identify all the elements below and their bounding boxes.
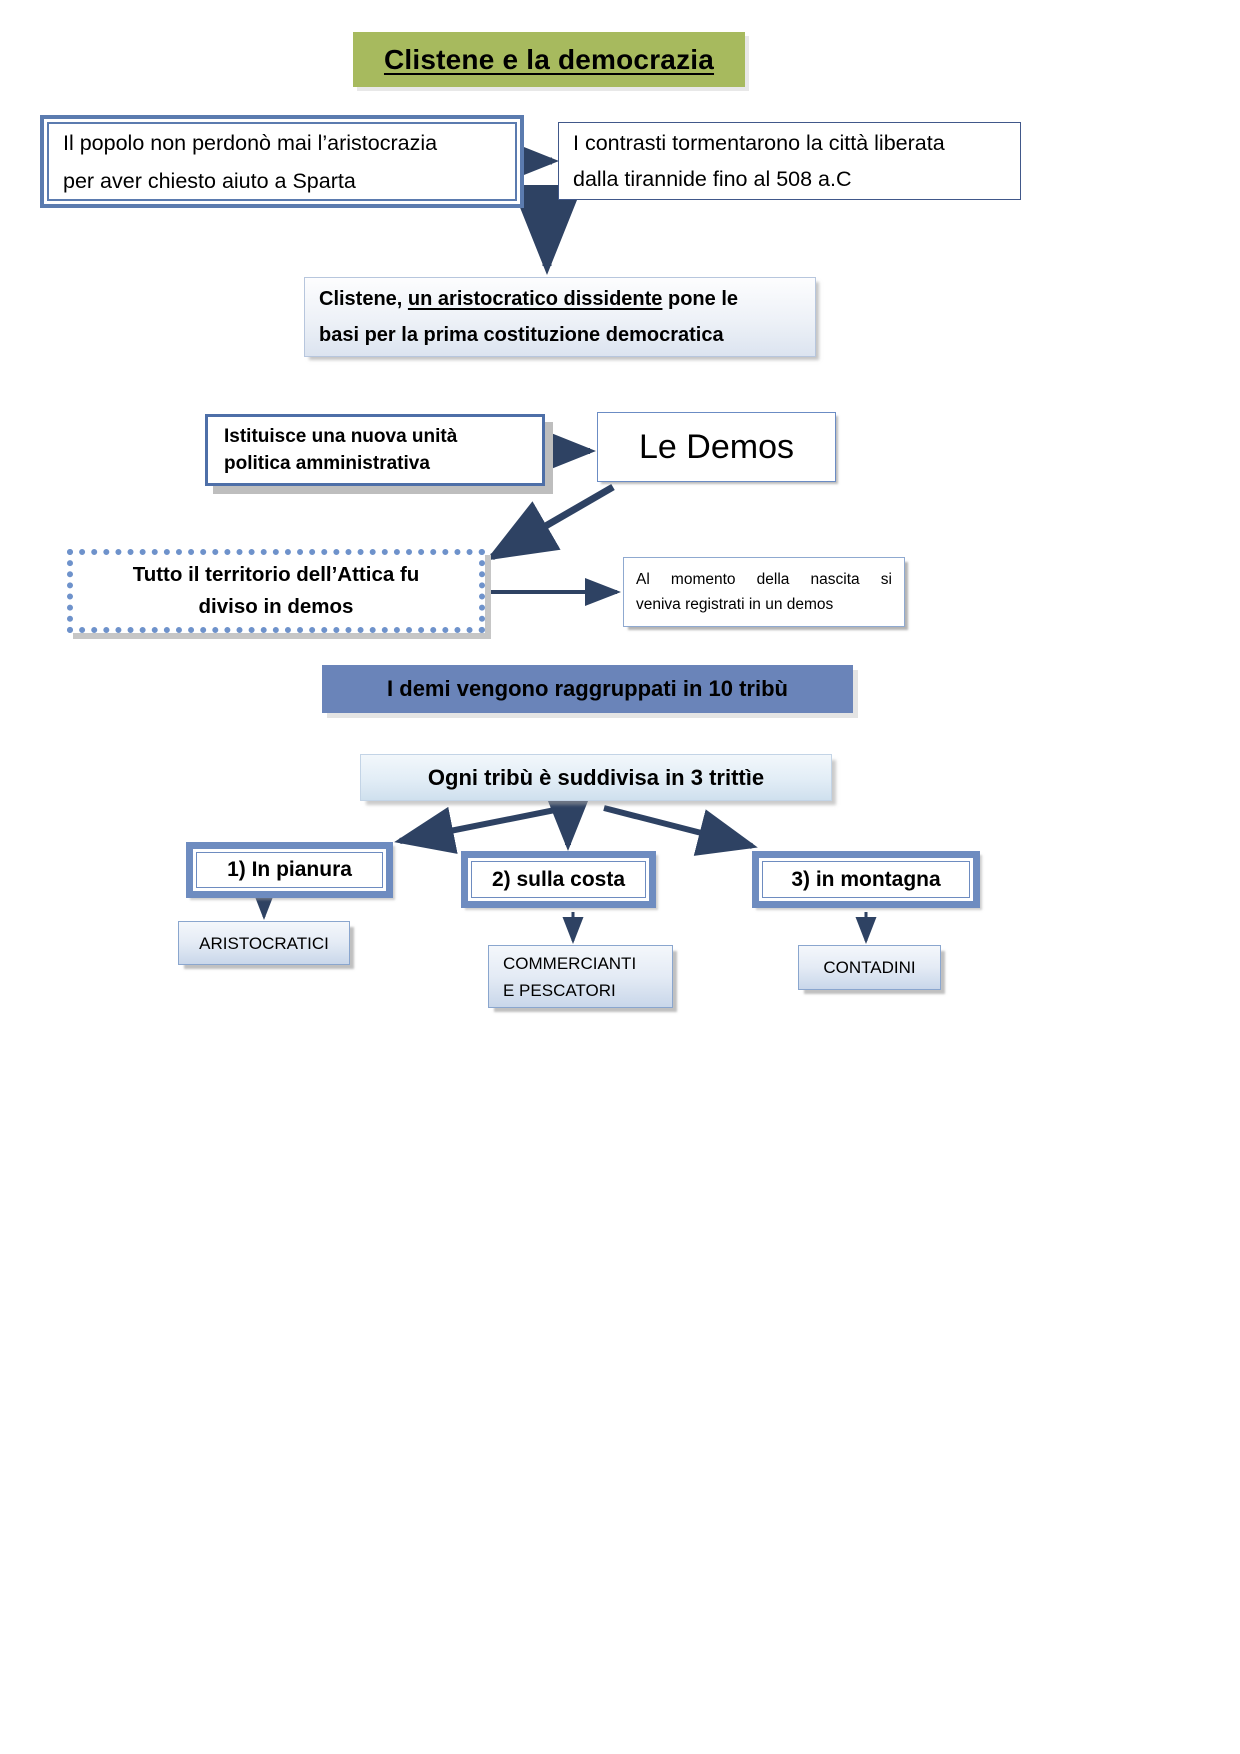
node-commercianti: COMMERCIANTI E PESCATORI (488, 945, 673, 1008)
node-tribu-banner-text: I demi vengono raggruppati in 10 tribù (387, 676, 788, 701)
node-le-demos: Le Demos (597, 412, 836, 482)
node-istituisce-line1: Istituisce una nuova unità (224, 426, 458, 447)
node-nascita-line2: veniva registrati in un demos (636, 596, 834, 613)
node-montagna: 3) in montagna (752, 851, 980, 908)
arrow-demos-to-attica (485, 483, 615, 561)
node-istituisce: Istituisce una nuova unità politica ammi… (205, 414, 545, 486)
arrow-trittie-to-montagna (603, 805, 758, 856)
node-contadini: CONTADINI (798, 945, 941, 990)
node-pianura-text: 1) In pianura (227, 858, 352, 881)
node-tribu-banner: I demi vengono raggruppati in 10 tribù (322, 665, 853, 713)
node-nascita: Al momento della nascita si veniva regis… (623, 557, 905, 627)
node-le-demos-text: Le Demos (639, 427, 794, 466)
node-attica-line1: Tutto il territorio dell’Attica fu (132, 563, 420, 586)
page-title-text: Clistene e la democrazia (383, 43, 715, 75)
node-attica-line2: diviso in demos (198, 595, 354, 618)
node-clistene-line1: Clistene, un aristocratico dissidente po… (319, 281, 801, 317)
node-clistene: Clistene, un aristocratico dissidente po… (304, 277, 816, 357)
node-commercianti-line1: COMMERCIANTI (503, 953, 637, 973)
node-aristocratici: ARISTOCRATICI (178, 921, 350, 965)
node-popolo: Il popolo non perdonò mai l’aristocrazia… (40, 115, 524, 208)
node-costa: 2) sulla costa (461, 851, 656, 908)
node-commercianti-line2: E PESCATORI (503, 980, 616, 1000)
node-nascita-line1: Al momento della nascita si (636, 571, 892, 588)
node-istituisce-line2: politica amministrativa (224, 453, 430, 474)
node-popolo-line1: Il popolo non perdonò mai l’aristocrazia (63, 130, 438, 155)
node-clistene-line1-underlined: un aristocratico dissidente (407, 288, 663, 310)
node-trittie-banner: Ogni tribù è suddivisa in 3 trittìe (360, 754, 832, 801)
node-contrasti: I contrasti tormentarono la città libera… (558, 122, 1021, 200)
node-clistene-line1-a: Clistene, (319, 288, 408, 310)
page-title: Clistene e la democrazia (353, 32, 745, 87)
node-clistene-line2: basi per la prima costituzione democrati… (319, 324, 724, 346)
node-montagna-text: 3) in montagna (791, 867, 941, 891)
node-aristocratici-line1: ARISTOCRATICI (199, 933, 329, 953)
node-contrasti-line2: dalla tirannide fino al 508 a.C (573, 167, 852, 191)
node-contrasti-line1: I contrasti tormentarono la città libera… (573, 131, 945, 155)
arrow-trittie-to-pianura (394, 805, 566, 854)
node-pianura: 1) In pianura (186, 842, 393, 898)
node-attica: Tutto il territorio dell’Attica fu divis… (67, 549, 485, 633)
node-popolo-line2: per aver chiesto aiuto a Sparta (63, 168, 356, 193)
node-clistene-line1-b: pone le (662, 288, 739, 310)
node-trittie-banner-text: Ogni tribù è suddivisa in 3 trittìe (427, 764, 765, 790)
node-costa-text: 2) sulla costa (491, 867, 626, 891)
node-contadini-line1: CONTADINI (823, 958, 916, 977)
